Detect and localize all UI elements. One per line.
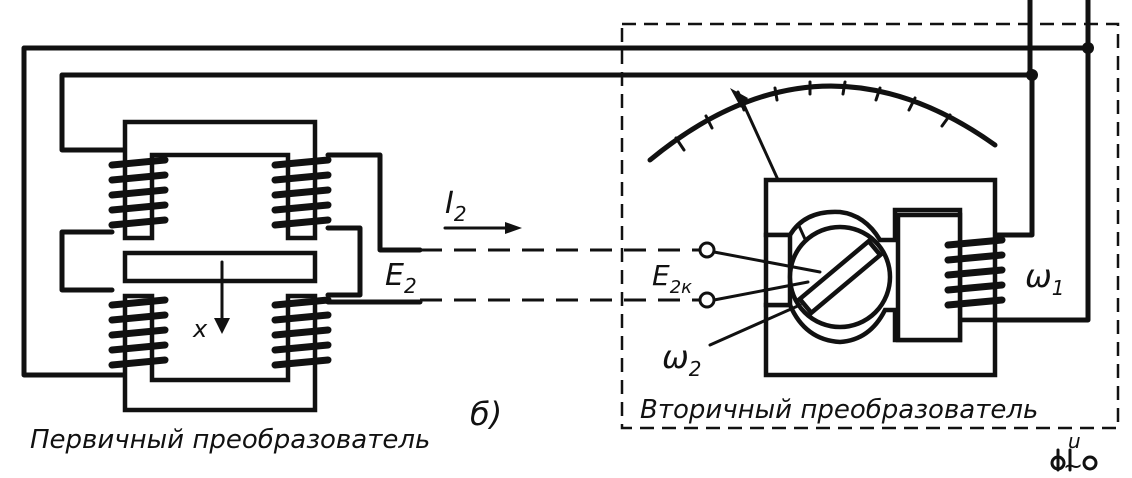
winding-w1-coil	[944, 236, 1006, 309]
w2-leader-line	[708, 303, 802, 347]
current-label: I2	[445, 186, 467, 226]
secondary-caption: Вторичный преобразователь	[640, 395, 1038, 425]
winding2-label: ω2	[662, 338, 702, 381]
primary-coil-lower-right	[271, 296, 332, 369]
lead-upper	[712, 250, 822, 274]
armature-plate	[122, 250, 318, 284]
emf-comp-label: E2к	[652, 259, 692, 298]
current-arrowhead	[505, 222, 522, 234]
winding1-label: ω1	[1025, 257, 1065, 300]
figure-label: б)	[470, 395, 502, 433]
wire-primary-outer	[21, 0, 1091, 378]
wire-primary-link	[59, 229, 115, 293]
displacement-arrowhead	[214, 318, 230, 334]
supply-ac-symbol: ~	[1063, 452, 1083, 478]
emf-label: E2	[385, 258, 417, 298]
terminal-lower	[698, 291, 716, 309]
primary-coil-upper-right	[271, 156, 332, 229]
wire-secondary-link	[325, 225, 363, 298]
terminal-upper	[698, 241, 716, 259]
lower-core	[122, 293, 318, 413]
supply-terminal-right	[1082, 455, 1098, 471]
primary-caption: Первичный преобразователь	[30, 425, 430, 455]
secondary-converter-frame	[620, 22, 1120, 430]
supply-leads	[1056, 448, 1072, 472]
winding-w2-coil	[796, 238, 884, 316]
supply-terminal-left	[1050, 455, 1066, 471]
primary-coil-upper-left	[108, 156, 169, 229]
primary-coil-lower-left	[108, 296, 169, 369]
wire-w1-bottom	[992, 45, 1091, 323]
wire-output-upper	[325, 152, 423, 253]
pointer-tip	[730, 88, 748, 108]
displacement-label: x	[192, 315, 208, 343]
secondary-core-left	[763, 232, 793, 308]
lead-lower	[712, 280, 810, 302]
supply-voltage-label: u	[1068, 429, 1081, 453]
